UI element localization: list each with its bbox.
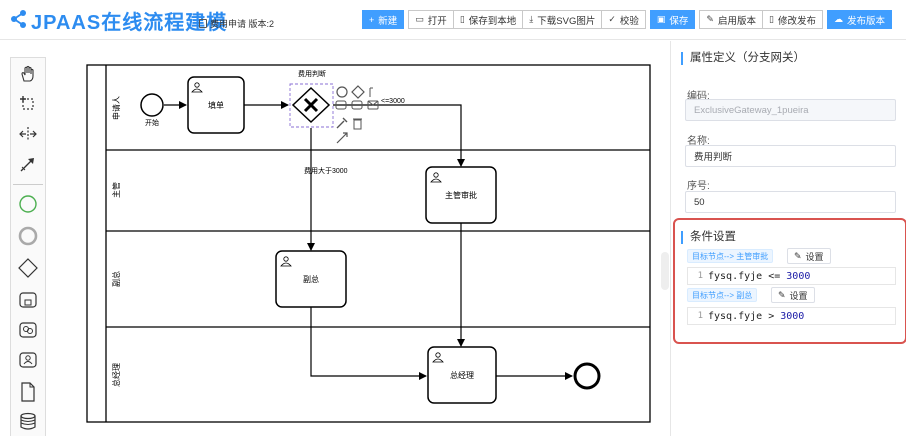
flow-label-le3000: <=3000 (381, 98, 405, 105)
lasso-tool-icon[interactable] (11, 90, 45, 118)
save-icon: ▣ (656, 14, 666, 24)
task-fill-form[interactable]: 填单 (187, 76, 245, 134)
pool[interactable] (86, 64, 651, 423)
space-tool-icon[interactable] (11, 120, 45, 148)
gateway-icon[interactable] (11, 254, 45, 282)
condition-target-tag-2: 目标节点--> 副总 (687, 288, 758, 302)
hand-tool-icon[interactable] (11, 60, 45, 88)
edit-icon: ✎ (794, 250, 802, 261)
task-vp[interactable]: 副总 (275, 250, 347, 308)
panel-resize-handle[interactable] (661, 252, 669, 290)
properties-panel: 属性定义（分支网关） 编码: ExclusiveGateway_1pueira … (670, 41, 906, 436)
lane-label-vp: 副总 (111, 271, 121, 287)
conditions-title: 条件设置 (681, 231, 736, 244)
name-label: 名称: (687, 136, 710, 147)
order-label: 序号: (687, 181, 710, 192)
code-label: 编码: (687, 91, 710, 102)
validate-button[interactable]: ✓校验 (601, 10, 646, 29)
share-nodes-icon (11, 10, 26, 28)
task-icon[interactable] (11, 286, 45, 314)
lane-label-manager: 主管 (111, 182, 121, 198)
enable-version-button[interactable]: ✎启用版本 (699, 10, 763, 29)
bpmn-diagram[interactable]: 申请人 主管 副总 总经理 <=3000 费用大于3000 开始 填单 (48, 41, 669, 436)
exclusive-gateway[interactable] (289, 83, 334, 128)
gateway-label: 费用判断 (298, 69, 326, 78)
start-event[interactable] (140, 93, 164, 117)
edit-icon: ✎ (706, 14, 714, 24)
doc-info-text: 费用申请 版本:2 (210, 19, 275, 29)
publish-version-button[interactable]: ☁发布版本 (826, 10, 892, 29)
data-object-icon[interactable] (11, 378, 45, 406)
text-annotation-icon (369, 87, 373, 97)
check-icon: ✓ (608, 14, 616, 24)
new-button[interactable]: +新建 (362, 10, 405, 29)
header-bar: JPAAS在线流程建模 费用申请 版本:2 +新建▭打开▯保存到本地⤓下载SVG… (0, 0, 906, 40)
lane-label-gm: 总经理 (111, 363, 121, 387)
name-input[interactable]: 费用判断 (685, 145, 896, 167)
doc-info: 费用申请 版本:2 (199, 17, 274, 30)
app-title: JPAAS在线流程建模 (31, 12, 228, 34)
condition-target-tag-1: 目标节点--> 主管审批 (687, 249, 774, 263)
append-gateway-icon (351, 85, 365, 99)
plus-icon: + (369, 14, 375, 25)
file-icon: ▯ (768, 14, 774, 24)
intermediate-event-icon[interactable] (11, 222, 45, 250)
save-local-button[interactable]: ▯保存到本地 (452, 10, 524, 29)
condition-code-1[interactable]: 1 fysq.fyje <= 3000 (687, 267, 896, 285)
wrench-icon (336, 117, 348, 129)
connect-icon (336, 132, 348, 144)
toolbar: +新建▭打开▯保存到本地⤓下载SVG图片✓校验▣保存✎启用版本▯修改发布☁发布版… (362, 10, 892, 29)
bpmn-canvas[interactable]: 申请人 主管 副总 总经理 <=3000 费用大于3000 开始 填单 (48, 41, 669, 436)
user-task-icon[interactable] (11, 346, 45, 374)
task-manager-approve-label: 主管审批 (445, 190, 477, 200)
folder-icon: ▭ (415, 14, 424, 24)
append-task-icon (335, 100, 347, 110)
task-manager-approve[interactable]: 主管审批 (425, 166, 497, 224)
end-event[interactable] (573, 362, 601, 390)
condition-set-button-1[interactable]: ✎设置 (787, 248, 831, 264)
append-message-icon (367, 100, 379, 110)
task-gm[interactable]: 总经理 (427, 346, 497, 404)
document-icon (199, 19, 207, 28)
start-event-icon[interactable] (11, 190, 45, 218)
edit-icon: ✎ (778, 289, 786, 300)
lane-label-applicant: 申请人 (111, 96, 121, 120)
modify-publish-button[interactable]: ▯修改发布 (761, 10, 823, 29)
flow-label-gt3000: 费用大于3000 (304, 166, 348, 175)
trash-icon (353, 119, 362, 130)
code-input[interactable]: ExclusiveGateway_1pueira (685, 99, 896, 121)
data-store-icon[interactable] (11, 408, 45, 436)
task-fill-form-label: 填单 (208, 100, 224, 110)
condition-set-button-2[interactable]: ✎设置 (771, 287, 815, 303)
order-input[interactable]: 50 (685, 191, 896, 213)
start-event-label: 开始 (145, 118, 159, 127)
context-pad[interactable] (335, 85, 379, 144)
condition-code-2[interactable]: 1 fysq.fyje > 3000 (687, 307, 896, 325)
task-vp-label: 副总 (303, 274, 319, 284)
task-gm-label: 总经理 (450, 370, 474, 380)
subprocess-icon[interactable] (11, 316, 45, 344)
file-icon: ▯ (459, 14, 465, 24)
save-button[interactable]: ▣保存 (649, 10, 696, 29)
open-button[interactable]: ▭打开 (408, 10, 454, 29)
download-icon: ⤓ (529, 14, 534, 24)
append-end-event-icon (336, 86, 348, 98)
tool-palette (10, 57, 46, 436)
download-svg-button[interactable]: ⤓下载SVG图片 (522, 10, 603, 29)
cloud-upload-icon: ☁ (833, 14, 843, 24)
global-connect-icon[interactable] (11, 150, 45, 178)
panel-title: 属性定义（分支网关） (681, 52, 805, 65)
append-user-task-icon (351, 100, 363, 110)
